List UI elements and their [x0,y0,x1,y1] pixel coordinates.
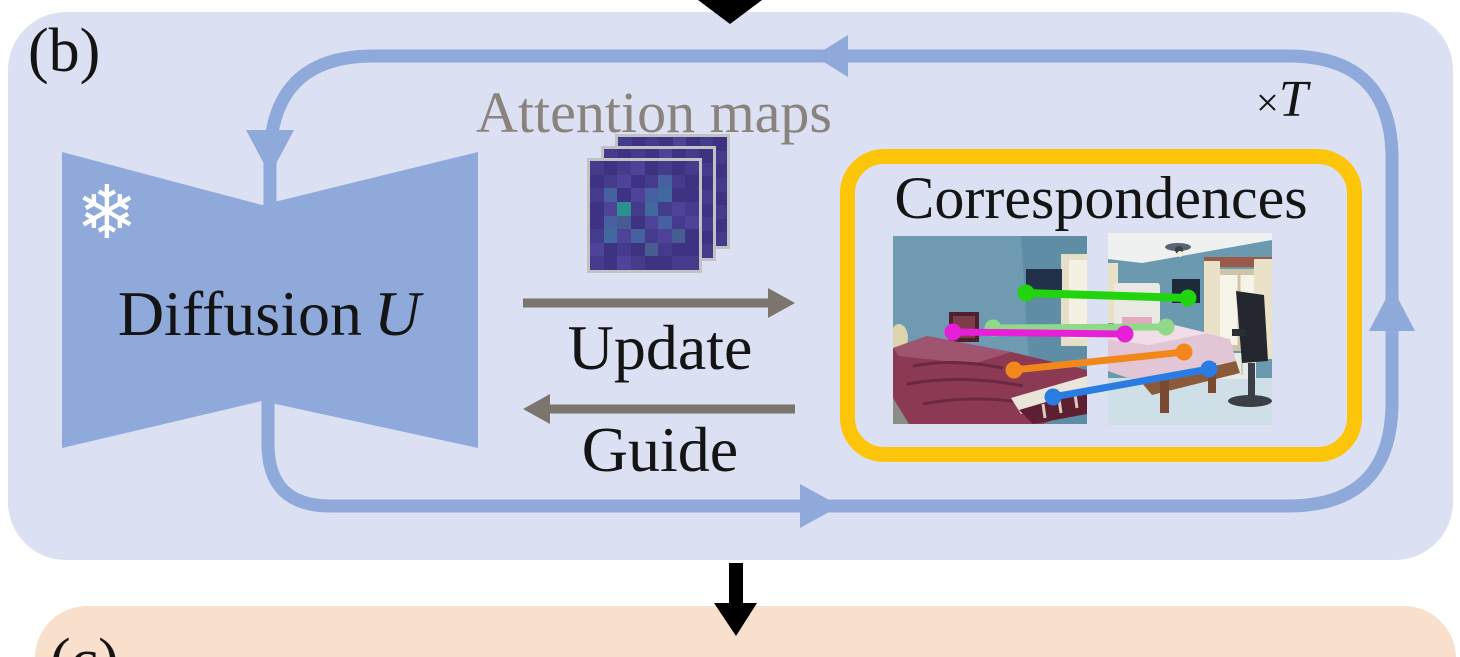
attention-cell [644,174,659,189]
attention-cell [671,242,686,257]
attention-cell [630,161,645,175]
attention-cell [603,229,618,243]
attention-cell [603,215,618,230]
correspondences-title: Correspondences [894,165,1308,231]
attention-cell [685,161,699,175]
attention-cell [685,215,699,230]
attention-cell [617,256,631,270]
loop-iterations-label: ×T [1256,74,1308,126]
attention-cell [658,161,672,175]
attention-cell [644,229,659,243]
attention-maps-caption: Attention maps [475,80,832,145]
attention-cell [685,201,699,216]
attention-cell [590,174,604,189]
bedroom-photo-right [1108,233,1272,425]
attention-cell [630,188,645,202]
attention-cell [644,161,659,175]
snowflake-frozen-icon: ❄ [76,170,139,256]
attention-cell [630,215,645,230]
attention-cell [658,229,672,243]
attention-maps-stack [587,134,737,286]
attention-cell [590,201,604,216]
attention-cell [685,242,699,257]
panel-c-label: (c) [50,630,119,657]
panel-b-label: (b) [28,17,101,85]
attention-cell [603,188,618,202]
attention-cell [685,229,699,243]
attention-cell [630,242,645,257]
times-symbol: × [1256,80,1279,125]
attention-cell [603,256,618,270]
attention-cell [603,161,618,175]
attention-cell [630,229,645,243]
attention-cell [590,215,604,230]
attention-cell [644,201,659,216]
attention-cell [685,174,699,189]
attention-cell [603,242,618,257]
attention-cell [617,215,631,230]
attention-cell [617,174,631,189]
update-label: Update [567,312,753,383]
attention-cell [685,256,699,270]
attention-cell [671,229,686,243]
attention-cell [671,215,686,230]
attention-cell [671,188,686,202]
attention-cell [658,174,672,189]
diffusion-word: Diffusion [117,278,362,349]
attention-cell [658,215,672,230]
attention-cell [644,215,659,230]
attention-cell [617,161,631,175]
attention-cell [644,242,659,257]
attention-cell [658,242,672,257]
diffusion-math-symbol: U [373,278,421,349]
attention-cell [603,201,618,216]
attention-cell [590,242,604,257]
attention-cell [590,188,604,202]
attention-cell [617,201,631,216]
attention-cell [658,256,672,270]
bedroom-photo-left [893,236,1087,424]
attention-cell [603,174,618,189]
attention-cell [590,256,604,270]
attention-cell [685,188,699,202]
correspondences-box [840,149,1362,462]
attention-cell [671,174,686,189]
attention-cell [617,242,631,257]
attention-cell [671,256,686,270]
attention-cell [671,161,686,175]
attention-cell [658,201,672,216]
attention-cell [658,188,672,202]
attention-cell [630,174,645,189]
attention-cell [617,188,631,202]
guide-label: Guide [581,414,739,485]
attention-map-thumbnail [587,158,702,273]
attention-cell [630,256,645,270]
attention-cell [644,188,659,202]
attention-cell [617,229,631,243]
panel-c-container [35,606,1456,657]
attention-cell [630,201,645,216]
attention-cell [590,161,604,175]
attention-cell [644,256,659,270]
attention-cell [590,229,604,243]
iterations-math-symbol: T [1278,71,1308,128]
attention-cell [671,201,686,216]
